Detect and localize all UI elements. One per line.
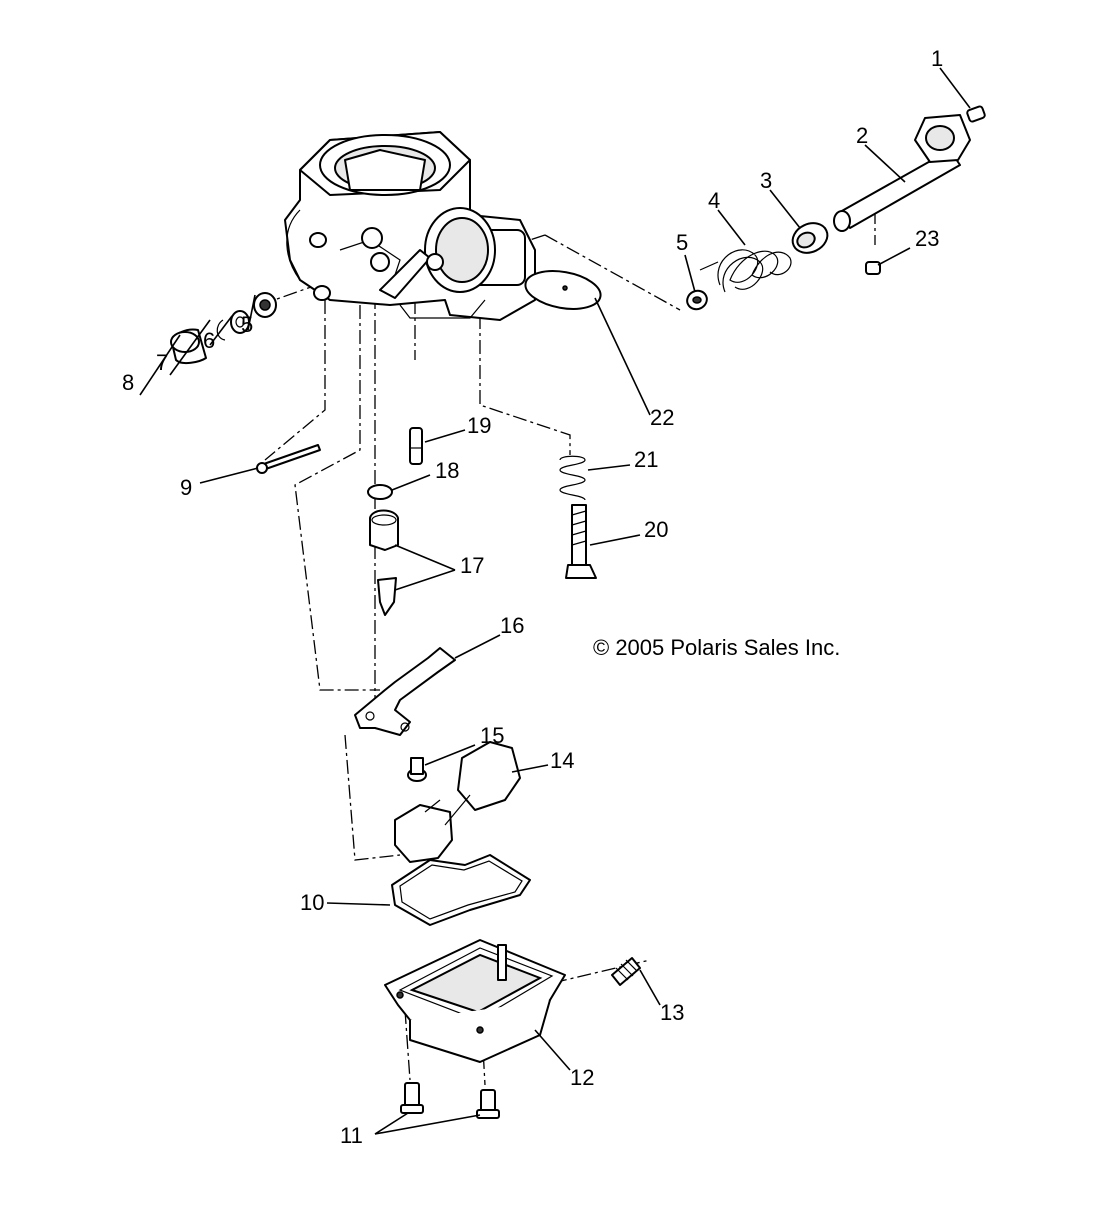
callout-8: 8 bbox=[122, 370, 134, 395]
callout-12: 12 bbox=[570, 1065, 594, 1090]
callout-22: 22 bbox=[650, 405, 674, 430]
callout-5-left: 5 bbox=[241, 312, 253, 337]
part-16-plate bbox=[354, 647, 456, 736]
part-12-float-bowl bbox=[384, 939, 566, 1063]
part-10-gasket bbox=[391, 854, 531, 926]
callout-19: 19 bbox=[467, 413, 491, 438]
part-7-e-clip bbox=[216, 319, 226, 341]
part-5-seal-upper bbox=[686, 289, 708, 311]
callout-15: 15 bbox=[480, 723, 504, 748]
callout-labels: 1 2 3 4 5 5 6 7 8 9 10 11 12 13 14 15 16… bbox=[122, 46, 943, 1148]
callout-5-upper: 5 bbox=[676, 230, 688, 255]
callout-11: 11 bbox=[340, 1123, 363, 1148]
part-9-pin bbox=[256, 444, 321, 474]
part-21-spring bbox=[559, 455, 586, 501]
part-23-screw bbox=[865, 261, 881, 275]
callout-13: 13 bbox=[660, 1000, 684, 1025]
part-13-drain-screw bbox=[611, 957, 641, 986]
callout-23: 23 bbox=[915, 226, 939, 251]
callout-3: 3 bbox=[760, 168, 772, 193]
part-22-throttle-plate bbox=[524, 270, 602, 310]
part-19-jet bbox=[409, 427, 423, 465]
part-2-throttle-shaft bbox=[833, 114, 971, 232]
callout-6: 6 bbox=[203, 328, 215, 353]
part-4-spring bbox=[699, 249, 792, 293]
part-14-float bbox=[394, 741, 521, 863]
part-5-seal-left bbox=[253, 292, 277, 318]
part-17-needle-valve bbox=[369, 509, 399, 616]
callout-14: 14 bbox=[550, 748, 574, 773]
part-11-screws bbox=[400, 1082, 500, 1119]
part-20-idle-screw bbox=[565, 504, 597, 579]
callout-9: 9 bbox=[180, 475, 192, 500]
part-3-bearing bbox=[791, 222, 829, 254]
callout-21: 21 bbox=[634, 447, 658, 472]
callout-10: 10 bbox=[300, 890, 324, 915]
part-18-o-ring bbox=[367, 484, 393, 500]
callout-4: 4 bbox=[708, 188, 720, 213]
callout-18: 18 bbox=[435, 458, 459, 483]
copyright-notice: © 2005 Polaris Sales Inc. bbox=[593, 635, 840, 660]
part-8-cap bbox=[170, 328, 207, 365]
part-1-screw bbox=[966, 105, 986, 123]
leader-lines bbox=[139, 67, 971, 1135]
part-15-screw bbox=[407, 757, 427, 782]
callout-7: 7 bbox=[156, 350, 168, 375]
callout-1: 1 bbox=[931, 46, 943, 71]
carburetor-body bbox=[284, 131, 536, 321]
callout-20: 20 bbox=[644, 517, 668, 542]
callout-16: 16 bbox=[500, 613, 524, 638]
callout-2: 2 bbox=[856, 123, 868, 148]
callout-17: 17 bbox=[460, 553, 484, 578]
